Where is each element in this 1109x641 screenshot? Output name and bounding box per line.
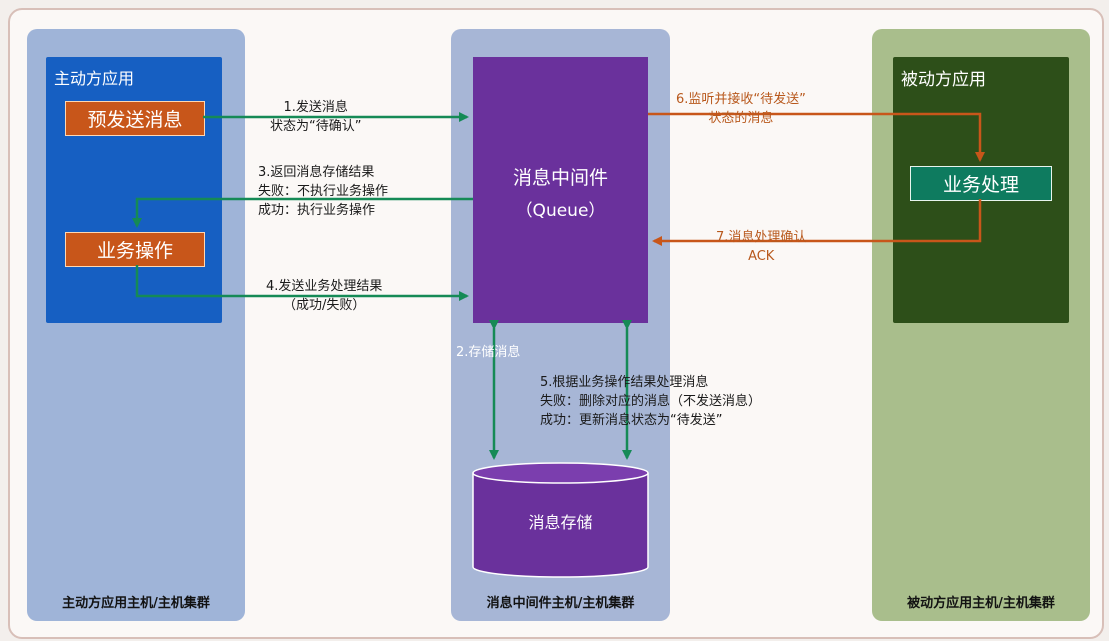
active-app-title: 主动方应用 — [54, 69, 135, 88]
message-storage-cylinder — [472, 462, 649, 578]
step7-label: 7.消息处理确认 ACK — [716, 228, 806, 266]
step5-line1: 5.根据业务操作结果处理消息 — [540, 375, 709, 390]
step6-line1: 6.监听并接收“待发送” — [676, 92, 806, 107]
step2-label: 2.存储消息 — [456, 345, 521, 360]
message-broker-block: 消息中间件 （Queue） — [473, 57, 648, 323]
arrow-step4 — [135, 265, 469, 301]
passive-app-title: 被动方应用 — [901, 70, 986, 90]
step5-label: 5.根据业务操作结果处理消息 失败：删除对应的消息（不发送消息） 成功：更新消息… — [540, 373, 761, 430]
arrow-step3 — [132, 197, 473, 228]
business-process-box: 业务处理 — [910, 166, 1052, 201]
step1-line2: 状态为“待确认” — [270, 119, 362, 134]
step5-line3: 成功：更新消息状态为“待发送” — [540, 413, 723, 428]
business-operation-box: 业务操作 — [65, 232, 205, 267]
passive-host-footer: 被动方应用主机/主机集群 — [907, 596, 1055, 611]
step5-line2: 失败：删除对应的消息（不发送消息） — [540, 394, 762, 409]
step7-line1: 7.消息处理确认 — [716, 230, 807, 245]
step4-line2: （成功/失败） — [283, 298, 366, 313]
step6-label: 6.监听并接收“待发送” 状态的消息 — [676, 90, 806, 128]
step4-line1: 4.发送业务处理结果 — [266, 279, 383, 294]
step7-line2: ACK — [748, 249, 775, 264]
step3-line2: 失败：不执行业务操作 — [258, 184, 389, 199]
arrow-step6 — [648, 112, 985, 162]
step3-line3: 成功：执行业务操作 — [258, 203, 376, 218]
active-host-footer: 主动方应用主机/主机集群 — [62, 596, 210, 611]
step1-line1: 1.发送消息 — [283, 100, 348, 115]
arrow-step7 — [652, 199, 982, 246]
broker-title: 消息中间件 — [512, 167, 608, 189]
step1-label: 1.发送消息 状态为“待确认” — [270, 98, 361, 136]
step4-label: 4.发送业务处理结果 （成功/失败） — [266, 277, 382, 315]
message-storage-label: 消息存储 — [528, 513, 593, 532]
step3-line1: 3.返回消息存储结果 — [258, 165, 375, 180]
step6-line2: 状态的消息 — [708, 111, 774, 126]
broker-subtitle: （Queue） — [515, 201, 606, 221]
middleware-host-footer: 消息中间件主机/主机集群 — [486, 596, 635, 611]
presend-message-box: 预发送消息 — [65, 101, 205, 136]
step3-label: 3.返回消息存储结果 失败：不执行业务操作 成功：执行业务操作 — [258, 163, 388, 220]
